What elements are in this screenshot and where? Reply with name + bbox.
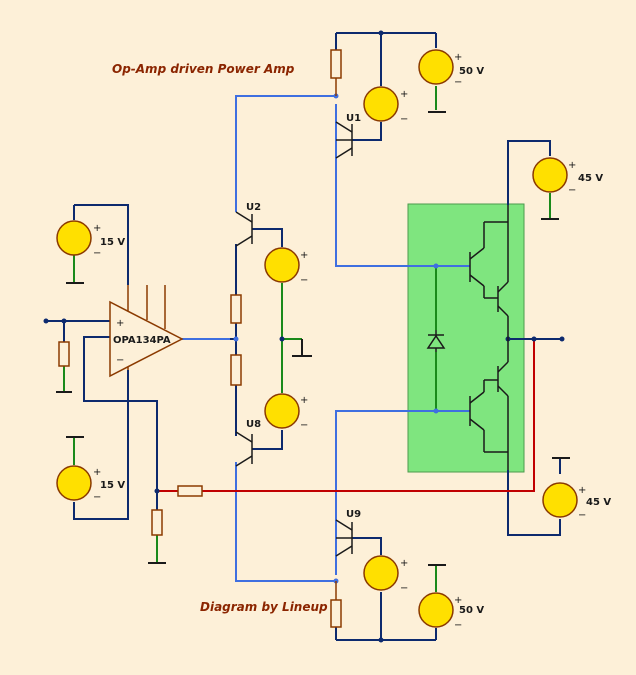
output-darlington-top xyxy=(469,205,509,339)
svg-text:+: + xyxy=(568,160,576,171)
svg-text:−: − xyxy=(300,420,308,431)
transistor-u9 xyxy=(335,519,353,557)
svg-text:+: + xyxy=(93,223,101,234)
transistor-label-u8: U8 xyxy=(246,419,261,430)
opamp-label: OPA134PA xyxy=(113,335,171,346)
svg-text:−: − xyxy=(578,510,586,521)
junction-dots-dark xyxy=(43,30,565,643)
ground-symbols xyxy=(56,111,570,566)
svg-text:−: − xyxy=(93,248,101,259)
svg-text:−: − xyxy=(454,77,462,88)
transistor-label-u2: U2 xyxy=(246,202,261,213)
opamp: + − OPA134PA xyxy=(109,285,184,378)
svg-text:+: + xyxy=(400,558,408,569)
transistor-label-u1: U1 xyxy=(346,113,361,124)
svg-text:+: + xyxy=(300,250,308,261)
output-stage-module xyxy=(407,203,525,473)
transistor-u2 xyxy=(235,211,253,247)
svg-text:−: − xyxy=(400,583,408,594)
svg-text:−: − xyxy=(454,620,462,631)
svg-text:+: + xyxy=(93,467,101,478)
svg-text:+: + xyxy=(454,52,462,63)
bias-diode xyxy=(426,330,446,352)
svg-text:+: + xyxy=(454,595,462,606)
source-value-output-top: 45 V xyxy=(578,173,603,184)
transistor-label-u9: U9 xyxy=(346,509,361,520)
opamp-minus-sign: − xyxy=(116,355,124,366)
junction-dots xyxy=(233,93,439,584)
svg-text:+: + xyxy=(578,485,586,496)
svg-text:+: + xyxy=(300,395,308,406)
svg-text:−: − xyxy=(568,185,576,196)
diagram-credit: Diagram by Lineup xyxy=(200,600,328,614)
source-value-rail-bottom: 50 V xyxy=(459,605,484,616)
output-darlington-bottom xyxy=(469,339,509,470)
transistor-u1 xyxy=(335,121,353,159)
source-value-opamp-top: 15 V xyxy=(100,237,125,248)
wires-red xyxy=(157,339,535,492)
source-value-opamp-bottom: 15 V xyxy=(100,480,125,491)
svg-text:+: + xyxy=(400,89,408,100)
voltage-sources xyxy=(56,49,578,628)
source-signs: + − + − + − + − + − + − + − + − + − + − xyxy=(93,52,586,631)
svg-text:−: − xyxy=(93,492,101,503)
transistor-u8 xyxy=(235,431,253,467)
source-value-output-bottom: 45 V xyxy=(586,497,611,508)
diagram-title: Op-Amp driven Power Amp xyxy=(112,62,295,76)
opamp-plus-sign: + xyxy=(116,318,124,329)
svg-text:−: − xyxy=(400,114,408,125)
svg-text:−: − xyxy=(300,275,308,286)
wires-dark xyxy=(46,32,562,641)
source-value-rail-top: 50 V xyxy=(459,66,484,77)
